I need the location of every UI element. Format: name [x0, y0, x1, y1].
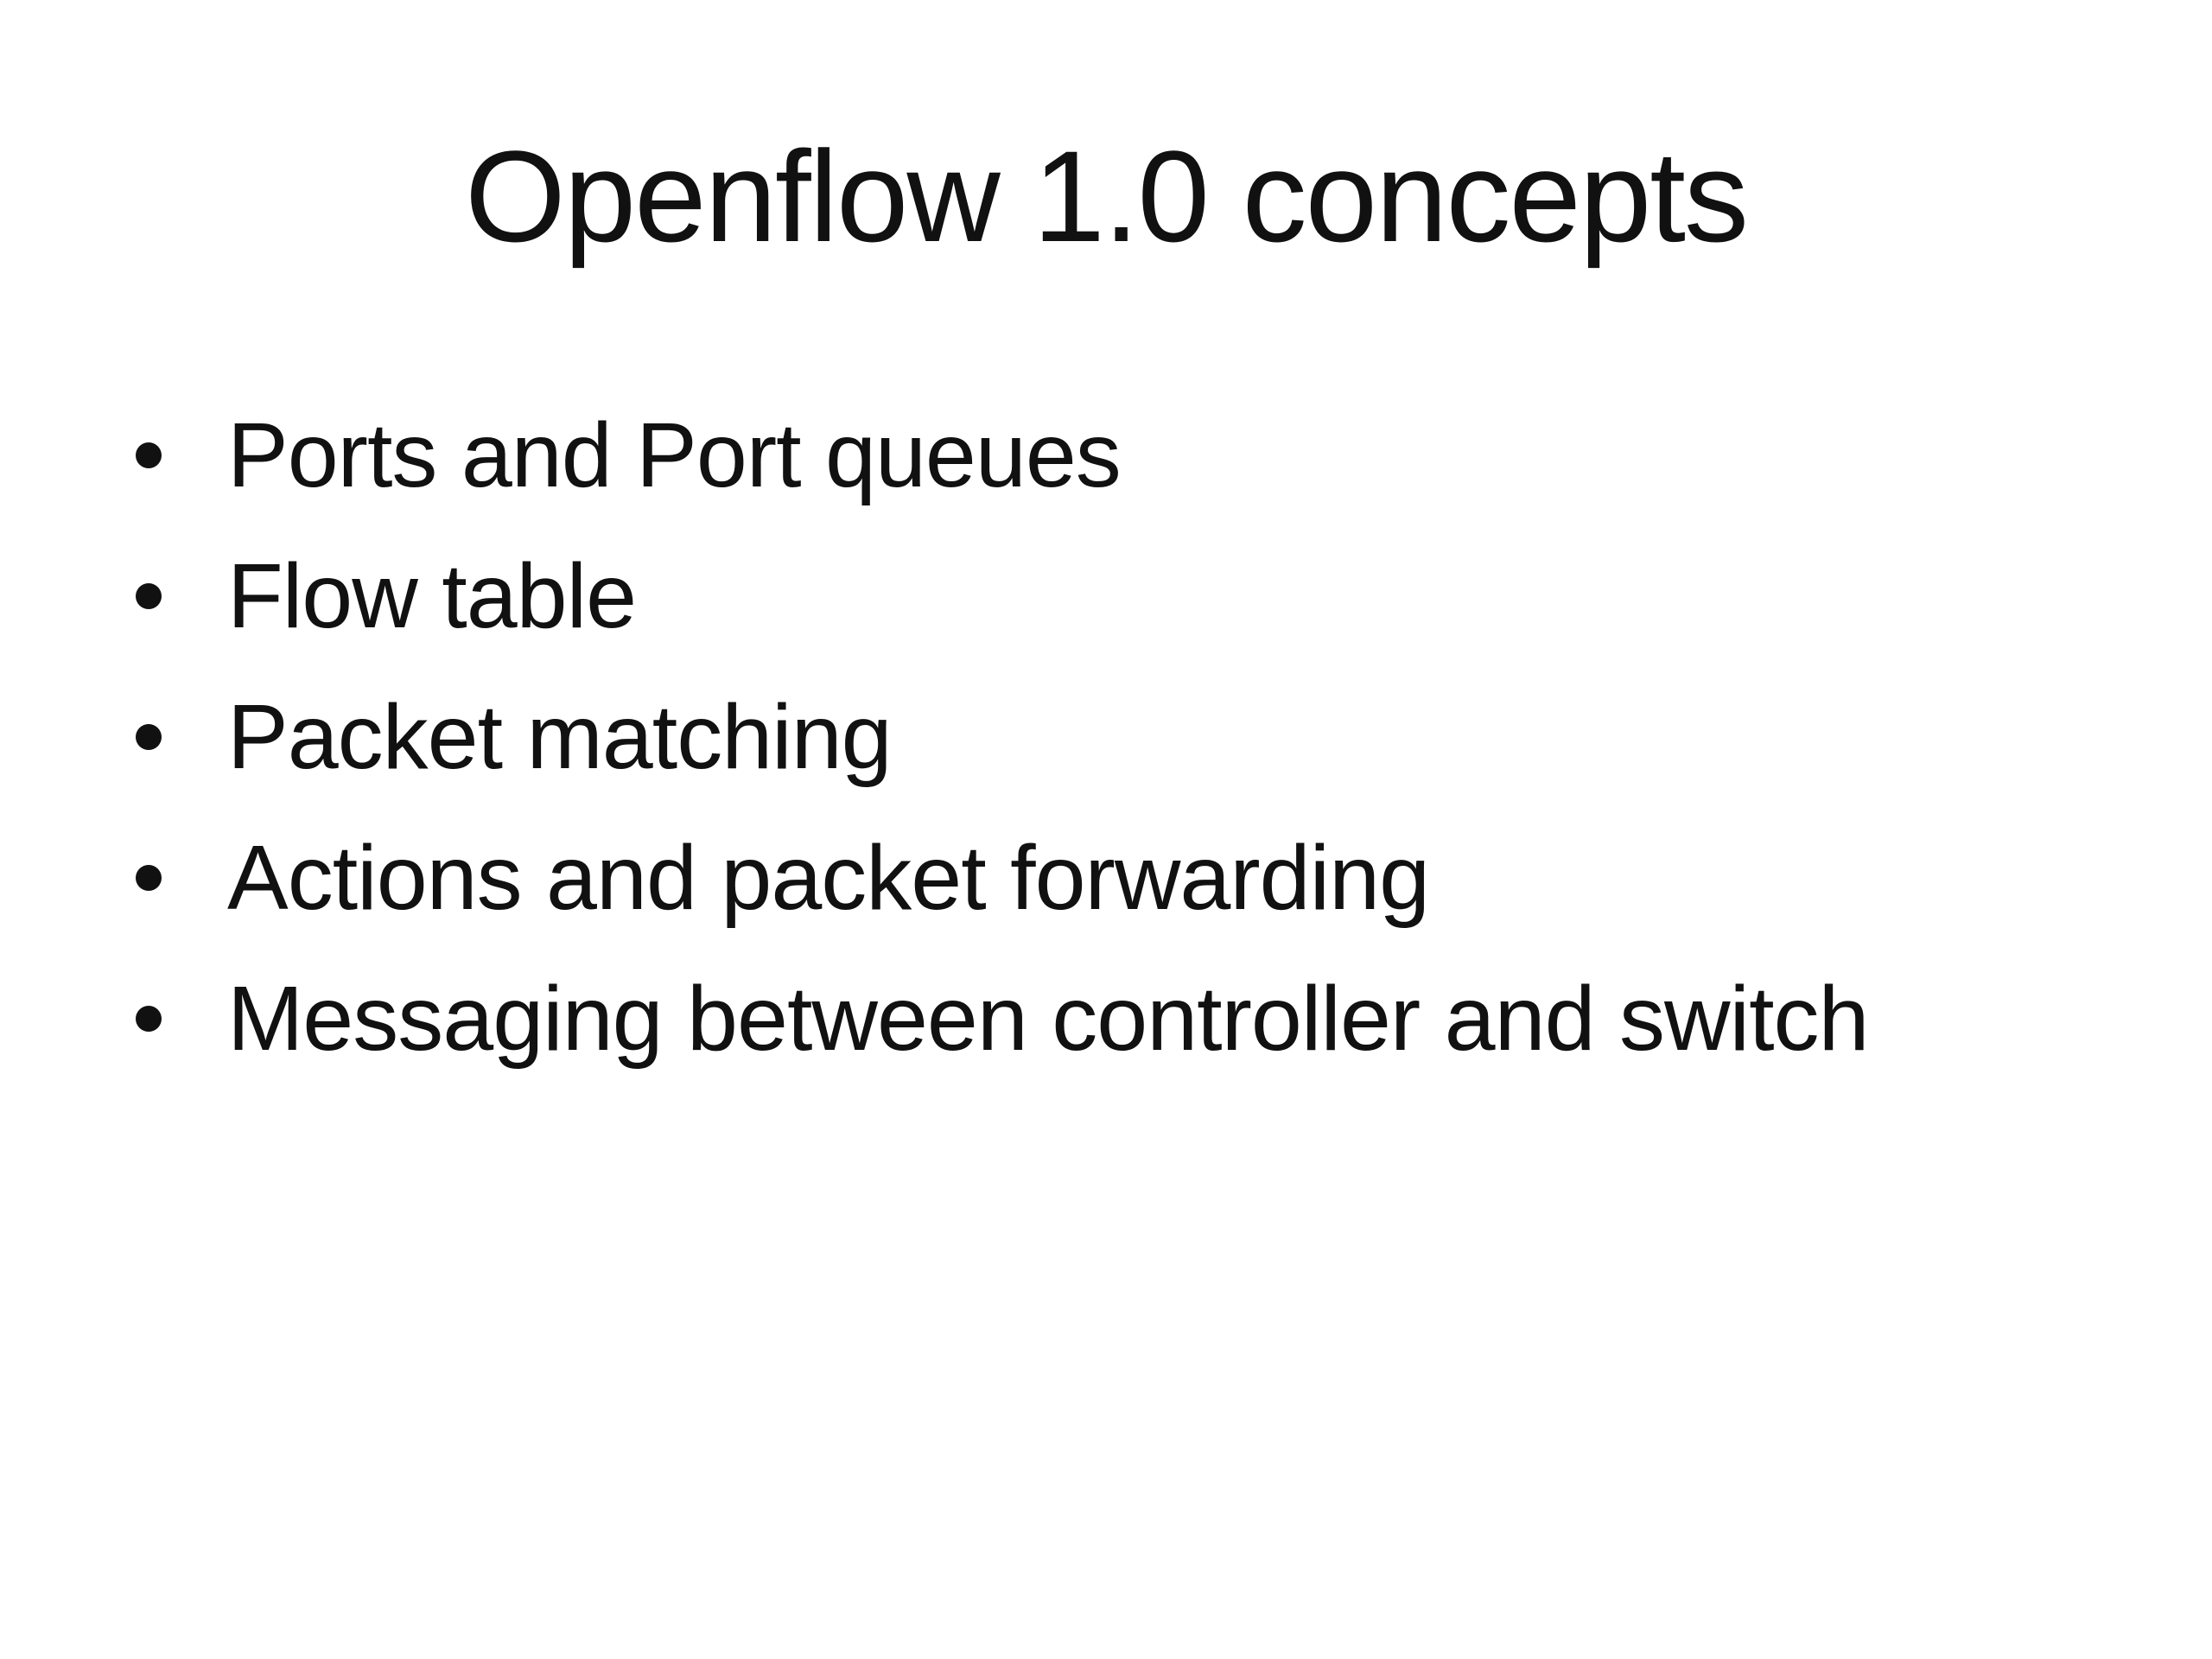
bullet-text: Packet matching: [227, 686, 893, 788]
bullet-dot: [136, 1006, 162, 1032]
bullet-dot: [136, 442, 162, 468]
bullet-item: Packet matching: [123, 691, 1869, 783]
bullet-dot: [136, 724, 162, 750]
bullet-item: Actions and packet forwarding: [123, 832, 1869, 924]
bullet-text: Ports and Port queues: [227, 404, 1122, 506]
bullet-item: Messaging between controller and switch: [123, 973, 1869, 1065]
bullet-dot: [136, 583, 162, 609]
bullet-list: Ports and Port queues Flow table Packet …: [123, 410, 1869, 1114]
bullet-text: Flow table: [227, 545, 637, 647]
bullet-item: Flow table: [123, 550, 1869, 642]
bullet-item: Ports and Port queues: [123, 410, 1869, 501]
bullet-text: Actions and packet forwarding: [227, 827, 1430, 929]
bullet-text: Messaging between controller and switch: [227, 968, 1869, 1070]
slide-title: Openflow 1.0 concepts: [465, 124, 1749, 269]
bullet-dot: [136, 865, 162, 891]
